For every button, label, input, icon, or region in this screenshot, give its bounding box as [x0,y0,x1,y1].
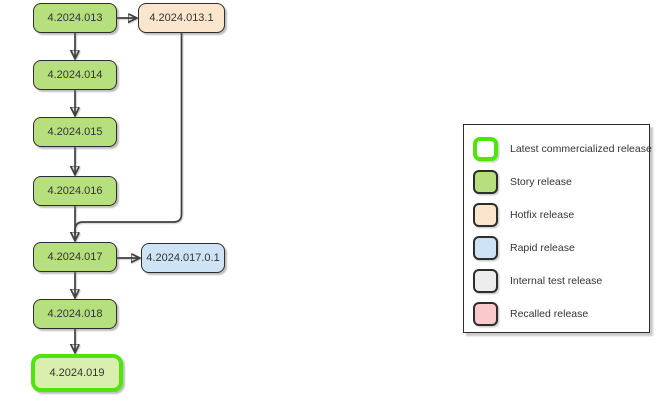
legend-swatch-hotfix [473,202,498,227]
legend-row-hotfix: Hotfix release [473,198,649,231]
release-node-4-2024-013-1: 4.2024.013.1 [138,3,225,33]
legend-label: Rapid release [510,241,575,254]
release-node-4-2024-017: 4.2024.017 [33,242,117,272]
legend-row-latest: Latest commercialized release [473,132,652,165]
legend-swatch-internal [473,268,498,293]
legend-swatch-latest [473,136,498,161]
release-node-4-2024-015: 4.2024.015 [33,117,117,147]
release-node-label: 4.2024.013 [47,12,103,24]
legend-swatch-recalled [473,301,498,326]
release-node-label: 4.2024.015 [47,126,103,138]
legend-label: Internal test release [510,274,603,287]
release-node-4-2024-018: 4.2024.018 [33,299,117,329]
release-node-4-2024-014: 4.2024.014 [33,60,117,90]
release-node-label: 4.2024.013.1 [149,12,214,24]
release-node-4-2024-017-0-1: 4.2024.017.0.1 [141,243,225,273]
edge-4-2024-013-1-to-4-2024-017 [74,33,183,235]
legend-label: Story release [510,175,572,188]
release-node-4-2024-016: 4.2024.016 [33,176,117,206]
legend-row-rapid: Rapid release [473,231,649,264]
legend-row-story: Story release [473,165,649,198]
release-node-4-2024-013: 4.2024.013 [33,3,117,33]
legend-label: Hotfix release [510,208,575,221]
legend-swatch-rapid [473,235,498,260]
release-node-label: 4.2024.014 [47,69,103,81]
legend-row-internal: Internal test release [473,264,649,297]
release-node-label: 4.2024.018 [47,308,103,320]
legend-label: Latest commercialized release [510,142,652,155]
release-node-label: 4.2024.017 [47,251,103,263]
legend-swatch-story [473,169,498,194]
legend-row-recalled: Recalled release [473,297,649,330]
release-node-label: 4.2024.017.0.1 [146,252,220,264]
release-node-label: 4.2024.016 [47,185,103,197]
edge-group [74,18,183,352]
release-node-label: 4.2024.019 [49,367,105,379]
release-node-4-2024-019: 4.2024.019 [31,354,123,392]
legend-label: Recalled release [510,307,589,320]
